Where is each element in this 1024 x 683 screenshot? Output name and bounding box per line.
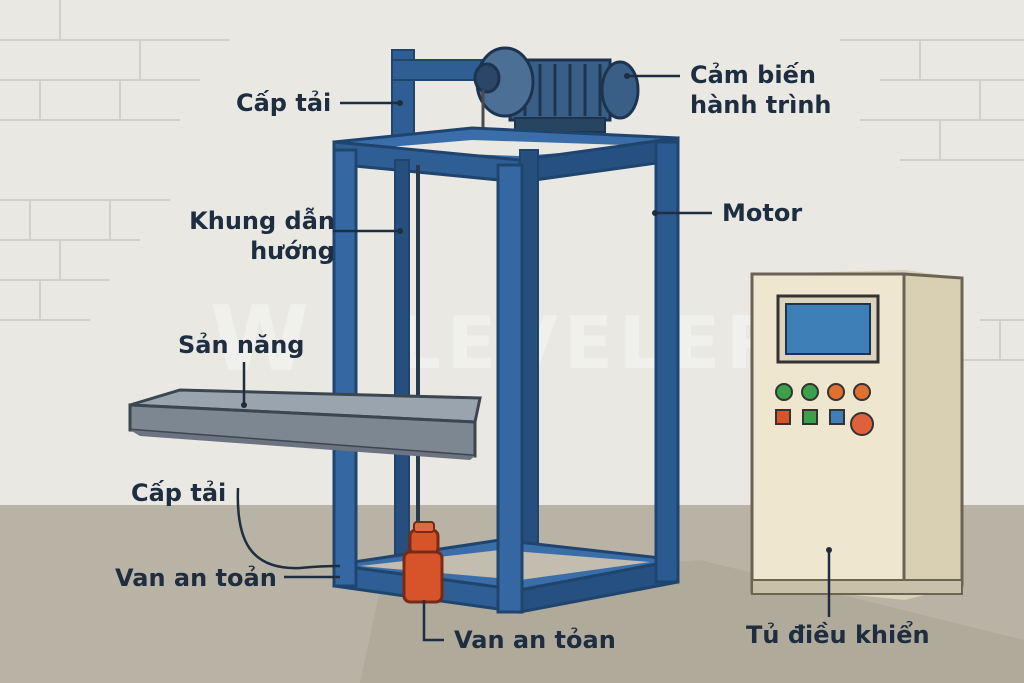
- label-khung-dan-huong: Khung dẫn hướng: [189, 207, 335, 265]
- leader-lines: [236, 74, 831, 642]
- button-orange-1: [827, 383, 845, 401]
- button-red-square: [775, 409, 791, 425]
- leader-dots: [241, 73, 832, 553]
- lifting-platform: [128, 388, 482, 460]
- label-motor: Motor: [722, 199, 803, 227]
- label-cap-tai-bottom: Cấp tải: [131, 479, 227, 507]
- front-post-left: [332, 148, 358, 588]
- label-van-an-toan-left: Van an toản: [115, 564, 277, 592]
- control-cabinet: [750, 270, 964, 600]
- control-screen: [785, 303, 871, 355]
- button-green-1: [775, 383, 793, 401]
- watermark-text: LEVELER: [395, 301, 787, 385]
- button-green-square: [802, 409, 818, 425]
- label-tu-dieu-khien: Tủ điều khiển: [746, 621, 930, 649]
- brick-lines: [0, 0, 1024, 361]
- button-orange-2: [853, 383, 871, 401]
- button-red-round: [850, 412, 874, 436]
- label-cam-bien-hanh-trinh: Cảm biến hành trình: [690, 61, 832, 119]
- button-green-2: [801, 383, 819, 401]
- guide-rail-left: [394, 159, 410, 556]
- front-post-right: [654, 140, 680, 584]
- cabinet-base: [751, 579, 963, 595]
- safety-valve: [402, 521, 444, 604]
- label-van-an-toan-bottom: Van an tỏan: [454, 626, 616, 654]
- label-san-nang: Sản năng: [178, 331, 305, 359]
- watermark-logo: W: [210, 287, 309, 392]
- label-cap-tai-top: Cấp tải: [236, 89, 332, 117]
- front-post-middle: [496, 163, 524, 614]
- button-blue-square: [829, 409, 845, 425]
